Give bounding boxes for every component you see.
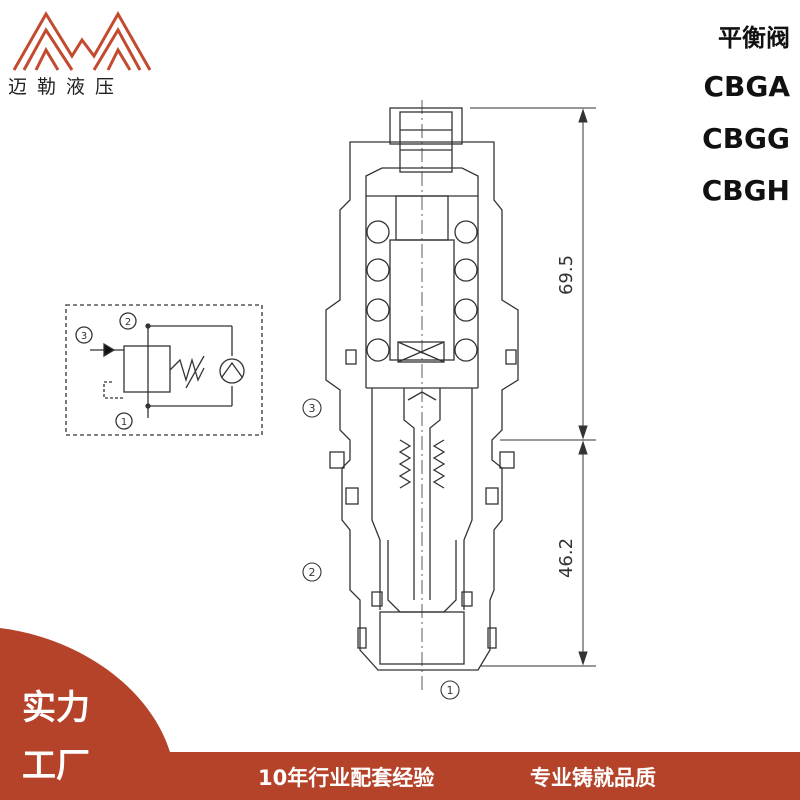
port-2-label: 2 [309,566,316,579]
schematic-port-1: 1 [121,417,127,428]
port-2-circle [302,562,322,582]
bottom-banner [0,628,800,800]
schematic-port-3: 3 [81,331,87,342]
banner-line-1: 实力 [22,688,90,728]
brand-logo-icon [12,10,152,71]
banner-slogan-2: 专业铸就品质 [530,766,656,790]
dimension-lower: 46.2 [556,538,577,578]
banner-line-2: 工厂 [22,746,90,786]
hydraulic-schematic [65,304,263,436]
model-code-cbga: CBGA [703,70,790,103]
port-3-circle [302,398,322,418]
port-3-label: 3 [309,402,316,415]
brand-name: 迈勒液压 [8,76,125,98]
model-code-cbgg: CBGG [702,122,790,155]
dimension-upper: 69.5 [556,255,577,295]
port-1-circle [440,680,460,700]
product-title: 平衡阀 [718,24,790,52]
dimension-lines [470,107,596,667]
port-1-label: 1 [447,684,454,697]
banner-slogan-1: 10年行业配套经验 [258,766,435,790]
valve-cross-section [325,100,519,690]
schematic-port-2: 2 [125,317,131,328]
model-code-cbgh: CBGH [701,174,790,207]
